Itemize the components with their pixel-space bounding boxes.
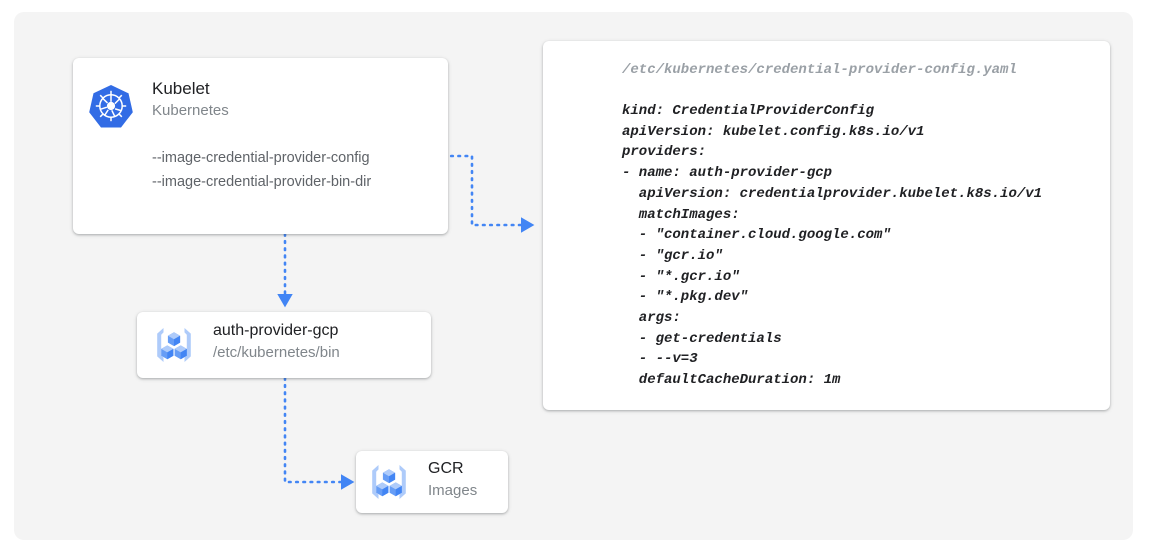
config-file-path: /etc/kubernetes/credential-provider-conf… — [622, 62, 1017, 78]
yaml-line: kind: CredentialProviderConfig — [622, 103, 875, 119]
credential-provider-config-card[interactable]: /etc/kubernetes/credential-provider-conf… — [543, 41, 1110, 410]
gcp-container-registry-icon — [366, 459, 412, 505]
yaml-line: args: — [622, 310, 681, 327]
yaml-line: matchImages: — [622, 206, 740, 223]
kubelet-card-title: Kubelet — [152, 79, 210, 98]
yaml-line: - name: auth-provider-gcp — [622, 165, 833, 182]
auth-provider-gcp-card[interactable]: auth-provider-gcp /etc/kubernetes/bin — [137, 312, 431, 378]
kubelet-card-titles: Kubelet Kubernetes — [152, 77, 229, 121]
gcr-card-title: GCR — [428, 460, 464, 477]
kubelet-flags-list: --image-credential-provider-config --ima… — [152, 146, 371, 194]
kubernetes-logo-icon — [85, 80, 137, 132]
auth-provider-card-title: auth-provider-gcp — [213, 322, 339, 339]
auth-provider-card-subtitle: /etc/kubernetes/bin — [213, 344, 340, 361]
yaml-line: - "*.pkg.dev" — [622, 289, 749, 306]
yaml-line: - "gcr.io" — [622, 247, 723, 264]
gcr-card-subtitle: Images — [428, 482, 478, 499]
kubelet-card-subtitle: Kubernetes — [152, 102, 229, 119]
yaml-line: defaultCacheDuration: 1m — [622, 372, 841, 389]
yaml-line: apiVersion: credentialprovider.kubelet.k… — [622, 185, 1043, 202]
code-content: /etc/kubernetes/credential-provider-conf… — [622, 60, 1100, 391]
yaml-line: - get-credentials — [622, 330, 782, 347]
yaml-line: providers: — [622, 144, 707, 161]
yaml-line: - "container.cloud.google.com" — [622, 227, 891, 244]
yaml-line: apiVersion: kubelet.config.k8s.io/v1 — [622, 123, 925, 140]
gcp-container-registry-icon — [151, 322, 197, 368]
gcr-card-titles: GCR Images — [428, 458, 477, 501]
yaml-line: - "*.gcr.io" — [622, 268, 740, 285]
yaml-line: - --v=3 — [622, 351, 698, 368]
gcr-card[interactable]: GCR Images — [356, 451, 508, 513]
yaml-body: kind: CredentialProviderConfig apiVersio… — [622, 101, 1100, 391]
kubelet-flag-config: --image-credential-provider-config — [152, 150, 370, 166]
kubelet-flag-bin-dir: --image-credential-provider-bin-dir — [152, 174, 372, 190]
kubelet-card[interactable]: Kubelet Kubernetes --image-credential-pr… — [73, 58, 448, 234]
auth-provider-card-titles: auth-provider-gcp /etc/kubernetes/bin — [213, 320, 340, 363]
